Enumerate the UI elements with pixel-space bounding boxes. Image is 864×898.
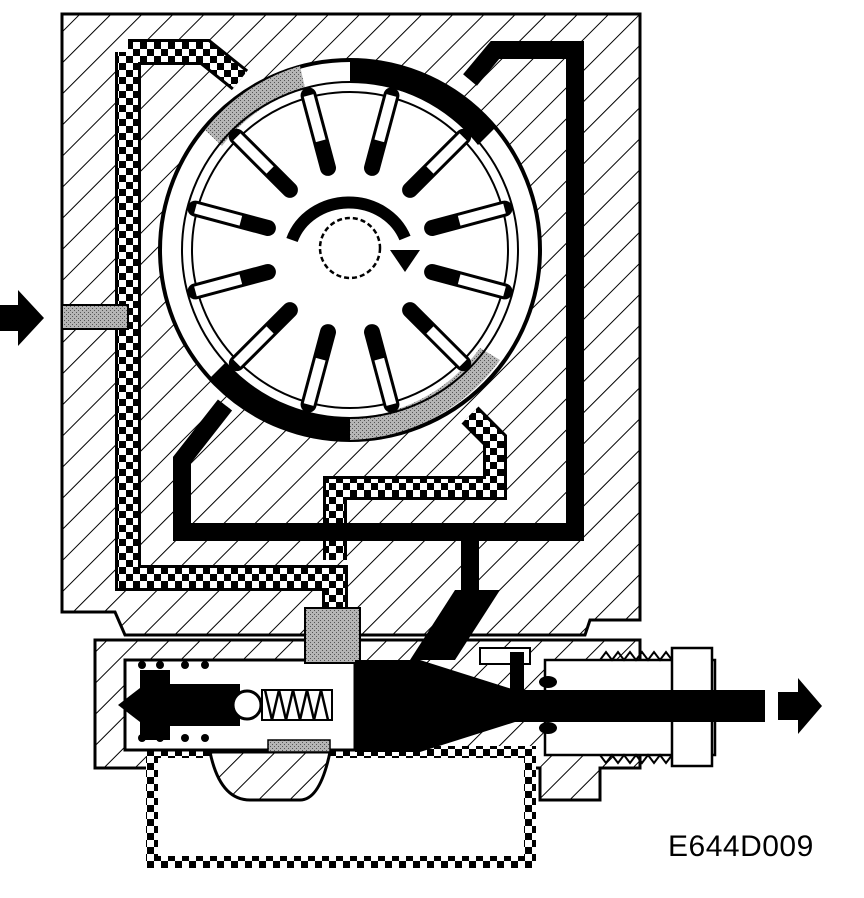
flow-control-valve bbox=[118, 607, 361, 753]
rotor-vane bbox=[424, 200, 513, 237]
inlet-port bbox=[61, 304, 129, 330]
rotor-vane bbox=[300, 324, 337, 413]
drive-shaft bbox=[318, 216, 382, 280]
rotor-vane bbox=[300, 87, 337, 176]
inlet-arrow bbox=[0, 290, 44, 346]
outlet-fitting bbox=[539, 646, 765, 768]
rotor-vane bbox=[187, 200, 276, 237]
rotor-vane bbox=[402, 128, 472, 198]
rotor-vane bbox=[228, 128, 298, 198]
rotor-vane bbox=[228, 302, 298, 372]
rotation-arrow bbox=[286, 196, 420, 272]
sump-chamber bbox=[146, 746, 536, 868]
rotor-vane bbox=[424, 263, 513, 300]
rotor-vane bbox=[402, 302, 472, 372]
outlet-arrow bbox=[778, 678, 822, 734]
rotor-vane bbox=[363, 87, 400, 176]
rotor-vane bbox=[363, 324, 400, 413]
rotor-vane bbox=[187, 263, 276, 300]
rotor-vanes bbox=[187, 87, 513, 413]
figure-code: E644D009 bbox=[668, 830, 814, 863]
outlet-channel-block bbox=[410, 590, 500, 660]
